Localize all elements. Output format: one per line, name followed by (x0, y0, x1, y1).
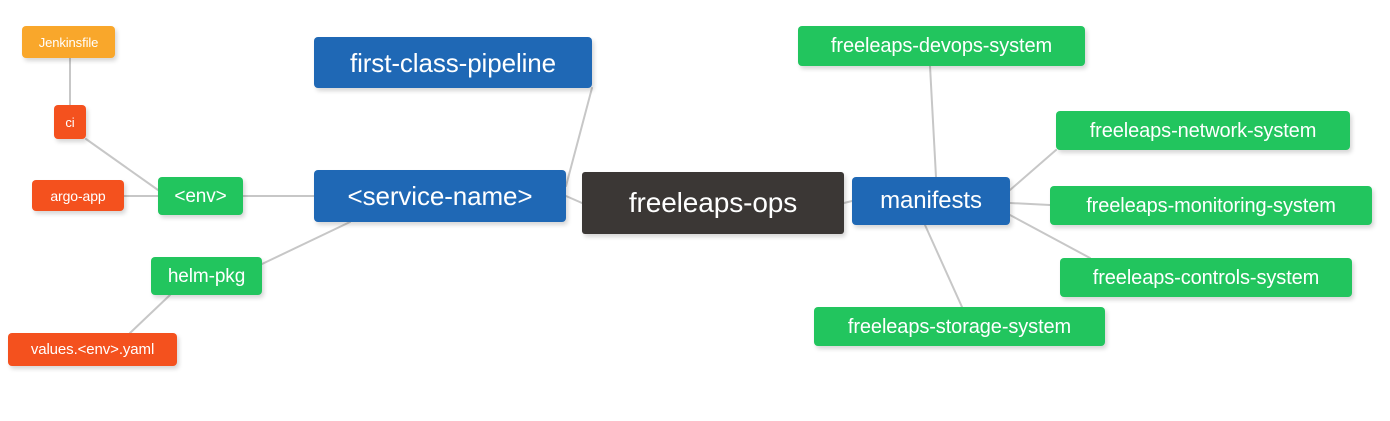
node-label-ci: ci (65, 114, 75, 130)
edge-helm-pkg-to-values-env-yaml (129, 294, 171, 334)
node-label-freeleaps-ops: freeleaps-ops (628, 187, 798, 218)
node-argo-app[interactable]: argo-app (32, 180, 124, 211)
edge-freeleaps-ops-to-manifests (843, 200, 853, 204)
node-freeleaps-controls-system[interactable]: freeleaps-controls-system (1060, 258, 1352, 297)
node-label-freeleaps-network-system: freeleaps-network-system (1089, 119, 1317, 142)
node-label-freeleaps-controls-system: freeleaps-controls-system (1092, 266, 1320, 289)
node-freeleaps-storage-system[interactable]: freeleaps-storage-system (814, 307, 1105, 346)
node-env[interactable]: <env> (158, 177, 243, 215)
edge-manifests-to-freeleaps-monitoring-system (1009, 202, 1051, 206)
node-freeleaps-monitoring-system[interactable]: freeleaps-monitoring-system (1050, 186, 1372, 225)
edge-manifests-to-freeleaps-storage-system (924, 224, 963, 308)
node-manifests[interactable]: manifests (852, 177, 1010, 225)
node-freeleaps-ops[interactable]: freeleaps-ops (582, 172, 844, 234)
node-label-freeleaps-monitoring-system: freeleaps-monitoring-system (1086, 194, 1336, 217)
node-label-jenkinsfile: Jenkinsfile (38, 34, 99, 50)
node-first-class-pipeline[interactable]: first-class-pipeline (314, 37, 592, 88)
node-label-service-name: <service-name> (347, 181, 533, 211)
node-label-manifests: manifests (880, 187, 982, 214)
node-helm-pkg[interactable]: helm-pkg (151, 257, 262, 295)
node-freeleaps-devops-system[interactable]: freeleaps-devops-system (798, 26, 1085, 66)
node-values-env-yaml[interactable]: values.<env>.yaml (8, 333, 177, 366)
node-service-name[interactable]: <service-name> (314, 170, 566, 222)
node-jenkinsfile[interactable]: Jenkinsfile (22, 26, 115, 58)
node-label-values-env-yaml: values.<env>.yaml (30, 341, 155, 358)
node-label-helm-pkg: helm-pkg (167, 265, 246, 287)
node-freeleaps-network-system[interactable]: freeleaps-network-system (1056, 111, 1350, 150)
node-label-freeleaps-devops-system: freeleaps-devops-system (830, 35, 1053, 57)
edge-freeleaps-ops-to-service-name (565, 195, 583, 204)
node-ci[interactable]: ci (54, 105, 86, 139)
node-label-freeleaps-storage-system: freeleaps-storage-system (847, 315, 1072, 338)
edge-service-name-to-helm-pkg (261, 221, 351, 265)
edge-manifests-to-freeleaps-network-system (1009, 149, 1057, 191)
node-label-env: <env> (174, 185, 227, 207)
node-label-first-class-pipeline: first-class-pipeline (349, 47, 557, 78)
node-label-argo-app: argo-app (50, 187, 106, 204)
edge-manifests-to-freeleaps-devops-system (929, 65, 937, 178)
